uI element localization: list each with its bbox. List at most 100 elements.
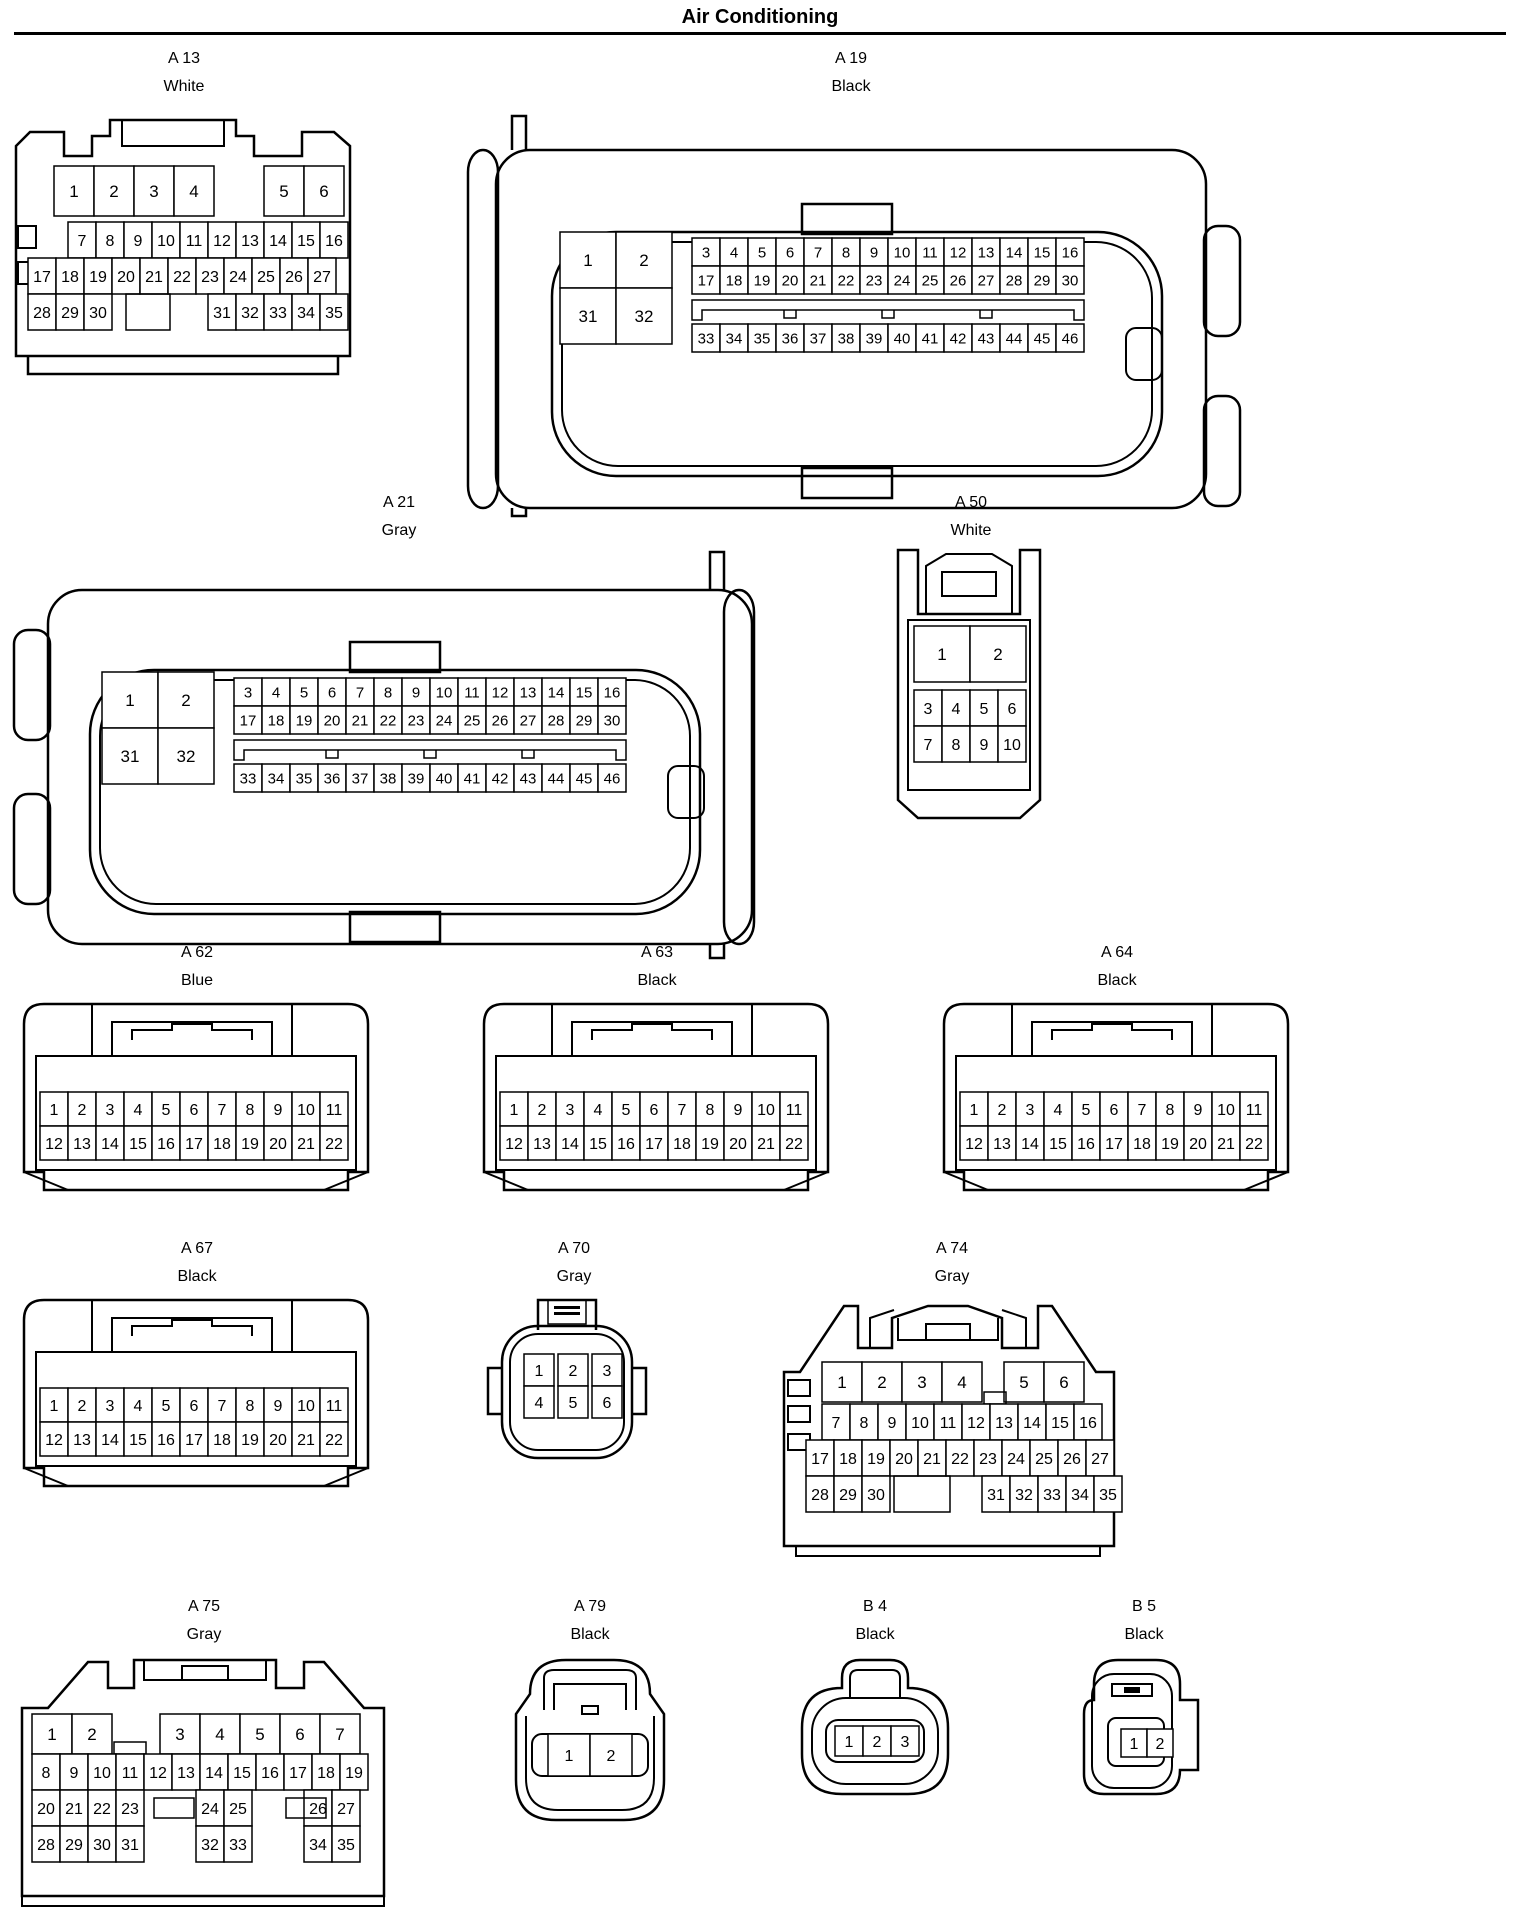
pin-5: 5 [1071, 1091, 1101, 1127]
svg-text:43: 43 [520, 770, 537, 787]
pin-27: 27 [513, 705, 543, 735]
pin-7: 7 [207, 1387, 237, 1423]
pin-45: 45 [569, 763, 599, 793]
svg-text:15: 15 [129, 1432, 147, 1449]
pin-30: 30 [1055, 265, 1085, 295]
pin-8: 8 [695, 1091, 725, 1127]
pin-32: 32 [157, 727, 215, 785]
pin-14: 14 [263, 221, 293, 259]
pin-2: 2 [987, 1091, 1017, 1127]
pin-1: 1 [53, 165, 95, 217]
pin-26: 26 [279, 257, 309, 295]
pin-17: 17 [691, 265, 721, 295]
pin-10: 10 [1211, 1091, 1241, 1127]
pin-16: 16 [1071, 1125, 1101, 1161]
svg-text:26: 26 [1063, 1451, 1081, 1468]
pin-19: 19 [339, 1753, 369, 1791]
pin-4: 4 [123, 1387, 153, 1423]
pin-1: 1 [834, 1725, 864, 1757]
pin-10: 10 [429, 677, 459, 707]
svg-text:37: 37 [352, 770, 369, 787]
svg-text:40: 40 [436, 770, 453, 787]
pin-38: 38 [831, 323, 861, 353]
connector-color: Blue [180, 972, 214, 989]
svg-text:20: 20 [729, 1136, 747, 1153]
pin-25: 25 [223, 1789, 253, 1827]
svg-text:17: 17 [1105, 1136, 1123, 1153]
pin-18: 18 [261, 705, 291, 735]
pin-9: 9 [723, 1091, 753, 1127]
pin-36: 36 [775, 323, 805, 353]
svg-text:45: 45 [1034, 330, 1051, 347]
pin-8: 8 [831, 237, 861, 267]
svg-text:15: 15 [297, 233, 315, 250]
pin-29: 29 [1027, 265, 1057, 295]
svg-text:26: 26 [492, 712, 509, 729]
pin-25: 25 [251, 257, 281, 295]
pin-21: 21 [917, 1439, 947, 1477]
pin-22: 22 [87, 1789, 117, 1827]
pin-44: 44 [999, 323, 1029, 353]
svg-text:23: 23 [408, 712, 425, 729]
svg-text:22: 22 [838, 272, 855, 289]
svg-text:6: 6 [1059, 1373, 1068, 1392]
pin-8: 8 [1155, 1091, 1185, 1127]
pin-6: 6 [317, 677, 347, 707]
svg-text:12: 12 [965, 1136, 983, 1153]
pin-23: 23 [973, 1439, 1003, 1477]
svg-text:3: 3 [106, 1102, 115, 1119]
pin-34: 34 [303, 1825, 333, 1863]
svg-text:21: 21 [923, 1451, 941, 1468]
pin-19: 19 [235, 1125, 265, 1161]
pin-31: 31 [115, 1825, 145, 1863]
pin-43: 43 [971, 323, 1001, 353]
svg-text:9: 9 [888, 1415, 897, 1432]
connector-id: A 13 [167, 50, 201, 67]
pin-3: 3 [591, 1353, 623, 1387]
pin-20: 20 [775, 265, 805, 295]
pin-9: 9 [1183, 1091, 1213, 1127]
connector-id: A 50 [954, 494, 988, 511]
pin-21: 21 [803, 265, 833, 295]
pin-20: 20 [317, 705, 347, 735]
title-divider [14, 32, 1506, 35]
pin-21: 21 [291, 1421, 321, 1457]
svg-text:17: 17 [185, 1136, 203, 1153]
svg-text:4: 4 [134, 1398, 143, 1415]
svg-text:9: 9 [870, 244, 878, 261]
pin-3: 3 [233, 677, 263, 707]
pin-15: 15 [1045, 1403, 1075, 1441]
svg-text:2: 2 [639, 251, 648, 270]
pin-24: 24 [223, 257, 253, 295]
svg-text:6: 6 [1110, 1102, 1119, 1119]
svg-text:33: 33 [698, 330, 715, 347]
svg-text:14: 14 [101, 1432, 119, 1449]
svg-text:5: 5 [622, 1102, 631, 1119]
pin-9: 9 [877, 1403, 907, 1441]
svg-text:2: 2 [877, 1373, 886, 1392]
pin-6: 6 [179, 1387, 209, 1423]
pin-4: 4 [261, 677, 291, 707]
connector-id: B 5 [1131, 1598, 1156, 1615]
pin-30: 30 [87, 1825, 117, 1863]
svg-text:40: 40 [894, 330, 911, 347]
svg-text:6: 6 [295, 1725, 304, 1744]
svg-text:14: 14 [101, 1136, 119, 1153]
pin-13: 13 [67, 1125, 97, 1161]
pin-3: 3 [95, 1091, 125, 1127]
pin-1: 1 [101, 671, 159, 729]
pin-28: 28 [27, 293, 57, 331]
pin-8: 8 [95, 221, 125, 259]
svg-text:12: 12 [149, 1765, 167, 1782]
svg-text:18: 18 [317, 1765, 335, 1782]
svg-text:5: 5 [279, 182, 288, 201]
svg-text:34: 34 [309, 1837, 327, 1854]
svg-text:21: 21 [145, 269, 163, 286]
svg-text:23: 23 [121, 1801, 139, 1818]
pin-11: 11 [1239, 1091, 1269, 1127]
svg-text:24: 24 [229, 269, 247, 286]
svg-text:16: 16 [261, 1765, 279, 1782]
